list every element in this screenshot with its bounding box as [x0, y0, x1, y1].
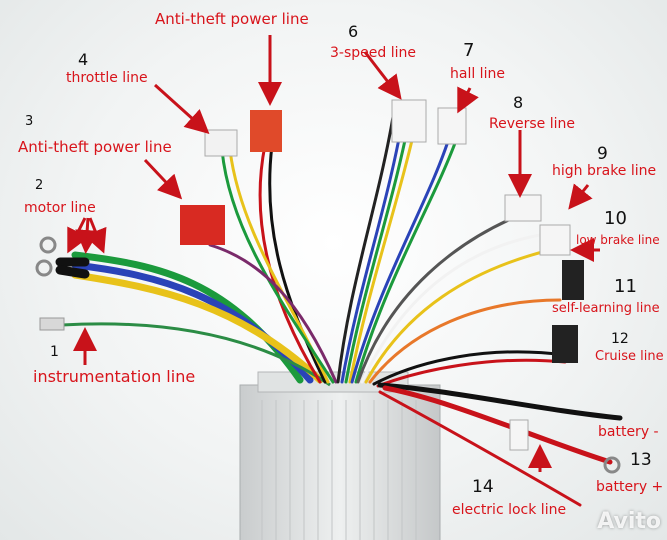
label-12-number: 12: [611, 331, 629, 347]
anti-theft-connector: [250, 110, 282, 152]
ring-terminals: [35, 236, 57, 277]
label-6-number: 6: [348, 22, 359, 41]
label-9-number: 9: [597, 144, 608, 164]
label-2-number: 2: [35, 178, 44, 193]
avito-watermark: Avito: [597, 509, 661, 534]
label-14-number: 14: [472, 477, 494, 497]
label-13-text: battery +: [596, 479, 664, 495]
power-wires: [377, 382, 623, 507]
label-10-number: 10: [604, 208, 627, 229]
label-3-number: 3: [25, 114, 34, 129]
label-2-text: motor line: [24, 200, 96, 216]
label-11-text: self-learning line: [552, 301, 660, 316]
brake-connector: [539, 224, 571, 256]
label-14-text: electric lock line: [452, 502, 567, 518]
hall-connector: [437, 107, 467, 145]
label-4-number: 4: [78, 50, 89, 69]
label-battery-minus: battery -: [598, 424, 659, 440]
speed-connector: [391, 99, 427, 143]
controller-box: [239, 371, 441, 540]
anti-theft-connector-3: [180, 205, 225, 245]
label-10-text: low brake line: [576, 233, 660, 247]
label-8-number: 8: [513, 93, 524, 112]
label-3-text: Anti-theft power line: [18, 138, 172, 156]
throttle-connector: [204, 129, 238, 157]
reverse-connector: [504, 194, 542, 222]
label-8-text: Reverse line: [489, 116, 575, 132]
annotation-arrows: [67, 35, 600, 472]
label-1-number: 1: [50, 344, 59, 360]
label-12-text: Cruise line: [595, 349, 664, 364]
self-learning-connector: [562, 260, 584, 300]
label-7-text: hall line: [450, 66, 505, 82]
label-4-text: throttle line: [66, 70, 148, 86]
label-1-text: instrumentation line: [33, 367, 196, 386]
label-13-number: 13: [630, 450, 652, 470]
instrumentation-wire: [61, 322, 331, 387]
label-6-text: 3-speed line: [330, 45, 416, 61]
battery-plus-terminal: [603, 456, 621, 474]
cruise-connector: [552, 325, 578, 363]
label-7-number: 7: [463, 40, 475, 61]
motor-wires: [55, 251, 324, 384]
label-anti-theft-top: Anti-theft power line: [155, 10, 309, 28]
label-9-text: high brake line: [552, 163, 657, 179]
instrumentation-terminal: [39, 317, 65, 331]
label-11-number: 11: [614, 276, 637, 297]
electric-lock-tag: [509, 419, 529, 451]
